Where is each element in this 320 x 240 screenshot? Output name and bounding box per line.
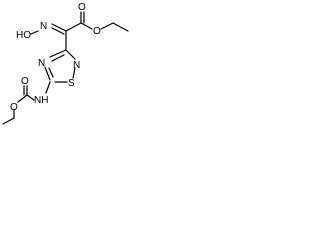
atom-ring-s: S [68, 78, 75, 89]
bond-c5-n4-double-a [44, 66, 51, 81]
bond-nh-ccarbamate [26, 94, 35, 101]
atom-hydroxy: HO [16, 30, 31, 41]
bond-n2-s [72, 67, 76, 79]
atom-ring-n3: N [38, 58, 45, 69]
atom-amide-nh: NH [34, 95, 48, 106]
bond-carbamate-ch2-ch3 [2, 117, 15, 125]
bond-cester-o [80, 22, 93, 30]
chemical-structure-canvas: HO N O O N N S NH O O [0, 0, 154, 131]
bond-c3-n2 [65, 49, 76, 60]
atom-carbamate-o: O [10, 102, 18, 113]
bond-c5-nh [45, 81, 51, 94]
atom-ester-o: O [93, 26, 101, 37]
atom-carbamate-carbonyl-o: O [21, 76, 29, 87]
bond-ho-n [30, 30, 39, 35]
bond-o-ch2 [100, 22, 114, 30]
molecule-structure: HO N O O N N S NH O O [2, 2, 129, 125]
bond-c5-n4-double-b [48, 67, 54, 78]
atom-labels: HO N O O N N S NH O O [10, 2, 101, 113]
bond-lines [2, 11, 129, 125]
bond-n-c-double-b [51, 27, 65, 35]
bond-calpha-cester [65, 22, 82, 32]
atom-ester-carbonyl-o: O [78, 2, 86, 13]
bond-ch2-ch3 [112, 22, 129, 32]
bond-n-c-double-a [51, 23, 67, 32]
atom-ring-n2: N [73, 60, 80, 71]
atom-oxime-n: N [40, 21, 47, 32]
bond-n4-c3-double-b [51, 54, 65, 62]
bond-ccarbamate-o [17, 94, 28, 103]
bond-n4-c3-double-a [49, 49, 67, 58]
